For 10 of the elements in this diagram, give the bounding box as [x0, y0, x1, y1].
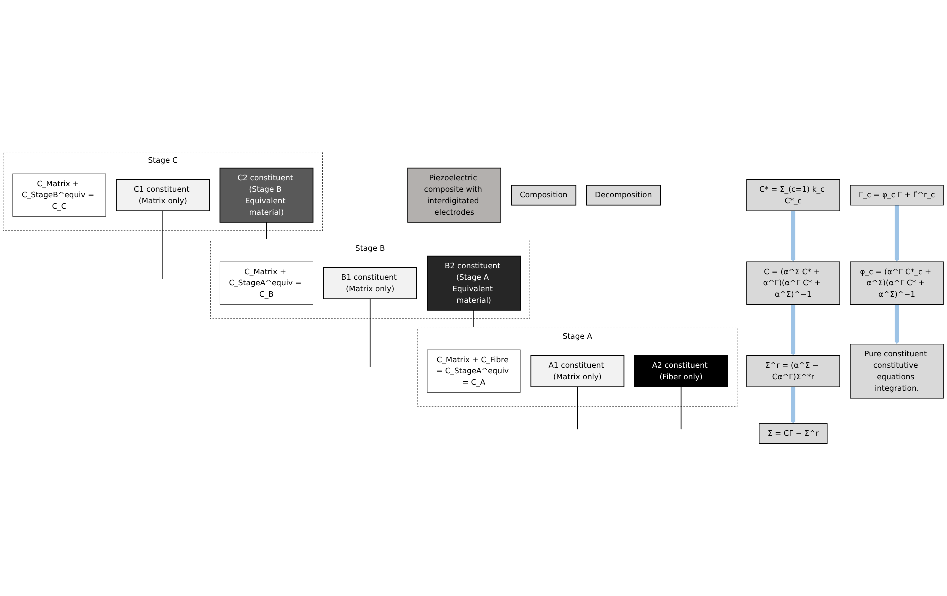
connector	[680, 386, 682, 430]
connector	[370, 298, 371, 368]
arrow	[791, 211, 796, 262]
arrow	[894, 304, 900, 344]
arrow	[791, 304, 796, 356]
connector	[266, 222, 268, 240]
connector	[162, 210, 164, 280]
connector	[577, 386, 578, 430]
arrow	[894, 205, 900, 262]
arrow	[791, 387, 796, 424]
